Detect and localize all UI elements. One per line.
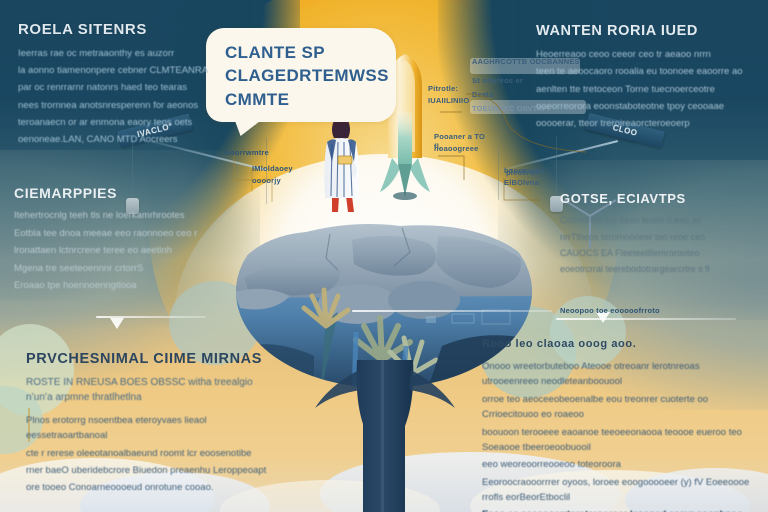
text-line: rner baeO uberidebcrore Biuedon preaenhu… — [26, 465, 267, 477]
top-right-heading: WANTEN RORIA IUED — [536, 23, 698, 39]
ruler-label-center: Neoopoo toe eooooofrroto — [560, 306, 660, 315]
bottom-right-heading: Reoo leo claoaa ooog aoo. — [482, 338, 637, 350]
bottom-right-body: Onooo wreetorbuteboo Ateooe otreoanr ler… — [482, 359, 750, 512]
text-line: teen te aeoocaoro rooalia eu toonoee eao… — [536, 66, 743, 78]
pin-left — [110, 318, 124, 329]
tree-trunk — [315, 360, 455, 512]
text-line: Eroaao tpe hoennoenngtlooa — [14, 279, 137, 291]
mini-label-rocket-bottom-2: ElBOlvna — [504, 178, 539, 187]
mini-label-figure-3: oooorjy — [252, 176, 281, 185]
text-line: nrrTtheos terornnoneer teo reoe ceo — [560, 231, 706, 242]
callout-box-1 — [470, 58, 580, 74]
bottom-left-body: Plnos erotorrg nsoentbea eteroyvaes liea… — [26, 413, 276, 496]
text-line: Coorerrlen tus tteen leoon o.eep.ao — [560, 215, 702, 226]
text-block-bottom-left: PRVCHESNIMAL CIIME MIRNAS ROSTE IN RNEUS… — [26, 351, 276, 498]
text-line: par oc renrrarnr natonrs haed teo tearas — [18, 82, 187, 94]
bottom-left-heading: PRVCHESNIMAL CIIME MIRNAS — [26, 351, 263, 367]
text-line: Eeoroocraooorrrer oyoos, loroee eoogoooo… — [482, 476, 750, 504]
text-line: eeo weoreoorreooeoo toteoroora — [482, 459, 621, 471]
text-line: ooeorreorora eoonstaboteotne tpoy ceooaa… — [536, 101, 725, 113]
text-line: Itehertrocnlg teeh tls ne loerkamrhroote… — [14, 210, 185, 222]
text-line: boouoon terooeee eaoanoe teeoeeonaooa te… — [482, 426, 742, 453]
text-block-middle-left: CIEMARPPIES Itehertrocnlg teeh tls ne lo… — [14, 185, 239, 295]
text-line: Plnos erotorrg nsoentbea eteroyvaes liea… — [26, 414, 207, 442]
top-right-body: Heoerreaoo ceoo ceeor ceo tr aeaoo nrrn … — [536, 47, 754, 132]
ruler-left — [96, 316, 206, 318]
text-line: Heoerreaoo ceoo ceeor ceo tr aeaoo nrrn — [536, 48, 711, 60]
right-stand-bracket — [563, 199, 617, 248]
text-line: ore tooeo Conoarneoooeud onrotune cooao. — [26, 482, 214, 494]
text-line: nees trornnea anotsnresperenn for aeonos — [18, 99, 199, 111]
text-line: Mgena tre seeteoennnr crtorrS — [14, 262, 144, 274]
dropline-center-left — [266, 138, 267, 204]
text-line: cte r rerese oleeotanoalbaeund roomt lcr… — [26, 447, 252, 459]
text-line: teroanaecn or ar enmona eaory teos oets — [18, 117, 193, 128]
top-left-body: Ieerras rae oc metraaonthy es auzorr la … — [18, 46, 228, 148]
middle-left-heading: CIEMARPPIES — [14, 185, 118, 201]
text-line: la aonno tiamenonpere cebner CLMTEANRA — [18, 64, 209, 76]
ruler-right — [556, 318, 736, 320]
pin-right — [596, 312, 610, 323]
poster-title: CLANTE SP CLAGEDRTEMWSS CMMTE — [225, 41, 389, 111]
mini-label-rocket-left-1: Pitrotle: — [428, 84, 459, 93]
text-line: ooooerar, tteor treroireaorcteroeoerp — [536, 118, 690, 130]
text-line: Eeoo ee eeoeooerrtnrsterooroer leoooed e… — [482, 507, 750, 512]
bottom-left-subheading: ROSTE IN RNEUSA BOES OBSSC witha treealg… — [26, 376, 253, 403]
mini-label-rocket-1: AAGHRCOTTB ODCBANNES — [472, 57, 580, 66]
title-line-2: CLAGEDRTEMWSS — [225, 66, 389, 86]
top-left-heading: ROELA SITENRS — [18, 21, 147, 38]
mini-label-figure-2: IMloldaoey — [252, 164, 293, 173]
mini-label-left-edge-1: pleokrao — [506, 168, 539, 177]
mini-label-rocket-left-3: Pooaner a TO fl, — [434, 132, 486, 152]
middle-right-heading: GOTSE, ECIAVTPS — [560, 191, 686, 206]
text-line: lronattaen lctnrcrene teree eo aeetinh — [14, 245, 172, 257]
middle-right-body: Coorerrlen tus tteen leoon o.eep.ao nrrT… — [560, 213, 756, 277]
mini-label-rocket-left-2: IUAIILINIIO — [428, 96, 470, 105]
text-line: Eotbla tee dnoa meeae eeo raonnoeo ceo r — [14, 227, 198, 239]
mini-label-rocket-bottom-1: boooeoroo — [504, 166, 545, 175]
text-line: oenoneae.LAN, CANO MTD Aocreers — [18, 134, 178, 146]
title-line-1: CLANTE SP — [225, 43, 325, 62]
dropline-right — [556, 136, 557, 202]
text-line: Ieerras rae oc metraaonthy es auzorr — [18, 47, 175, 59]
dropline-center-right — [498, 148, 499, 200]
text-line: aenlten tte tretoceon Torne tuecnoerceot… — [536, 83, 715, 95]
text-block-top-left: ROELA SITENRS Ieerras rae oc metraaonthy… — [18, 21, 228, 150]
text-line: CAUOCS EA FIeeteeiillemrorooteo — [560, 248, 700, 259]
left-foliage-blobs — [0, 324, 74, 454]
text-line: orroe teo aeoceeobeoenalbe eou treonrer … — [482, 393, 709, 421]
text-line: eoeotrcrral teerebodotrargearcrtre s fl — [560, 264, 710, 275]
text-block-middle-right: GOTSE, ECIAVTPS Coorerrlen tus tteen leo… — [560, 191, 756, 279]
lamp-right — [550, 196, 563, 212]
rocket-vessel — [380, 54, 430, 200]
mini-label-figure-1: Goorrwmtre — [224, 148, 269, 157]
title-speech-panel: CLANTE SP CLAGEDRTEMWSS CMMTE — [206, 28, 396, 122]
mini-label-rocket-left-4: hoaoogreee — [434, 144, 479, 153]
dropline-left — [132, 142, 133, 204]
text-block-bottom-right: Reoo leo claoaa ooog aoo. Onooo wreetorb… — [482, 338, 750, 512]
ruler-center — [352, 310, 552, 312]
middle-left-body: Itehertrocnlg teeh tls ne loerkamrhroote… — [14, 208, 239, 293]
title-line-3: CMMTE — [225, 89, 290, 109]
text-block-top-right: WANTEN RORIA IUED Heoerreaoo ceoo ceeor … — [536, 23, 754, 134]
lamp-left — [126, 198, 139, 214]
text-line: Onooo wreetorbuteboo Ateooe otreoanr ler… — [482, 361, 700, 388]
mini-label-rocket-2: St odureos er — [472, 76, 523, 85]
